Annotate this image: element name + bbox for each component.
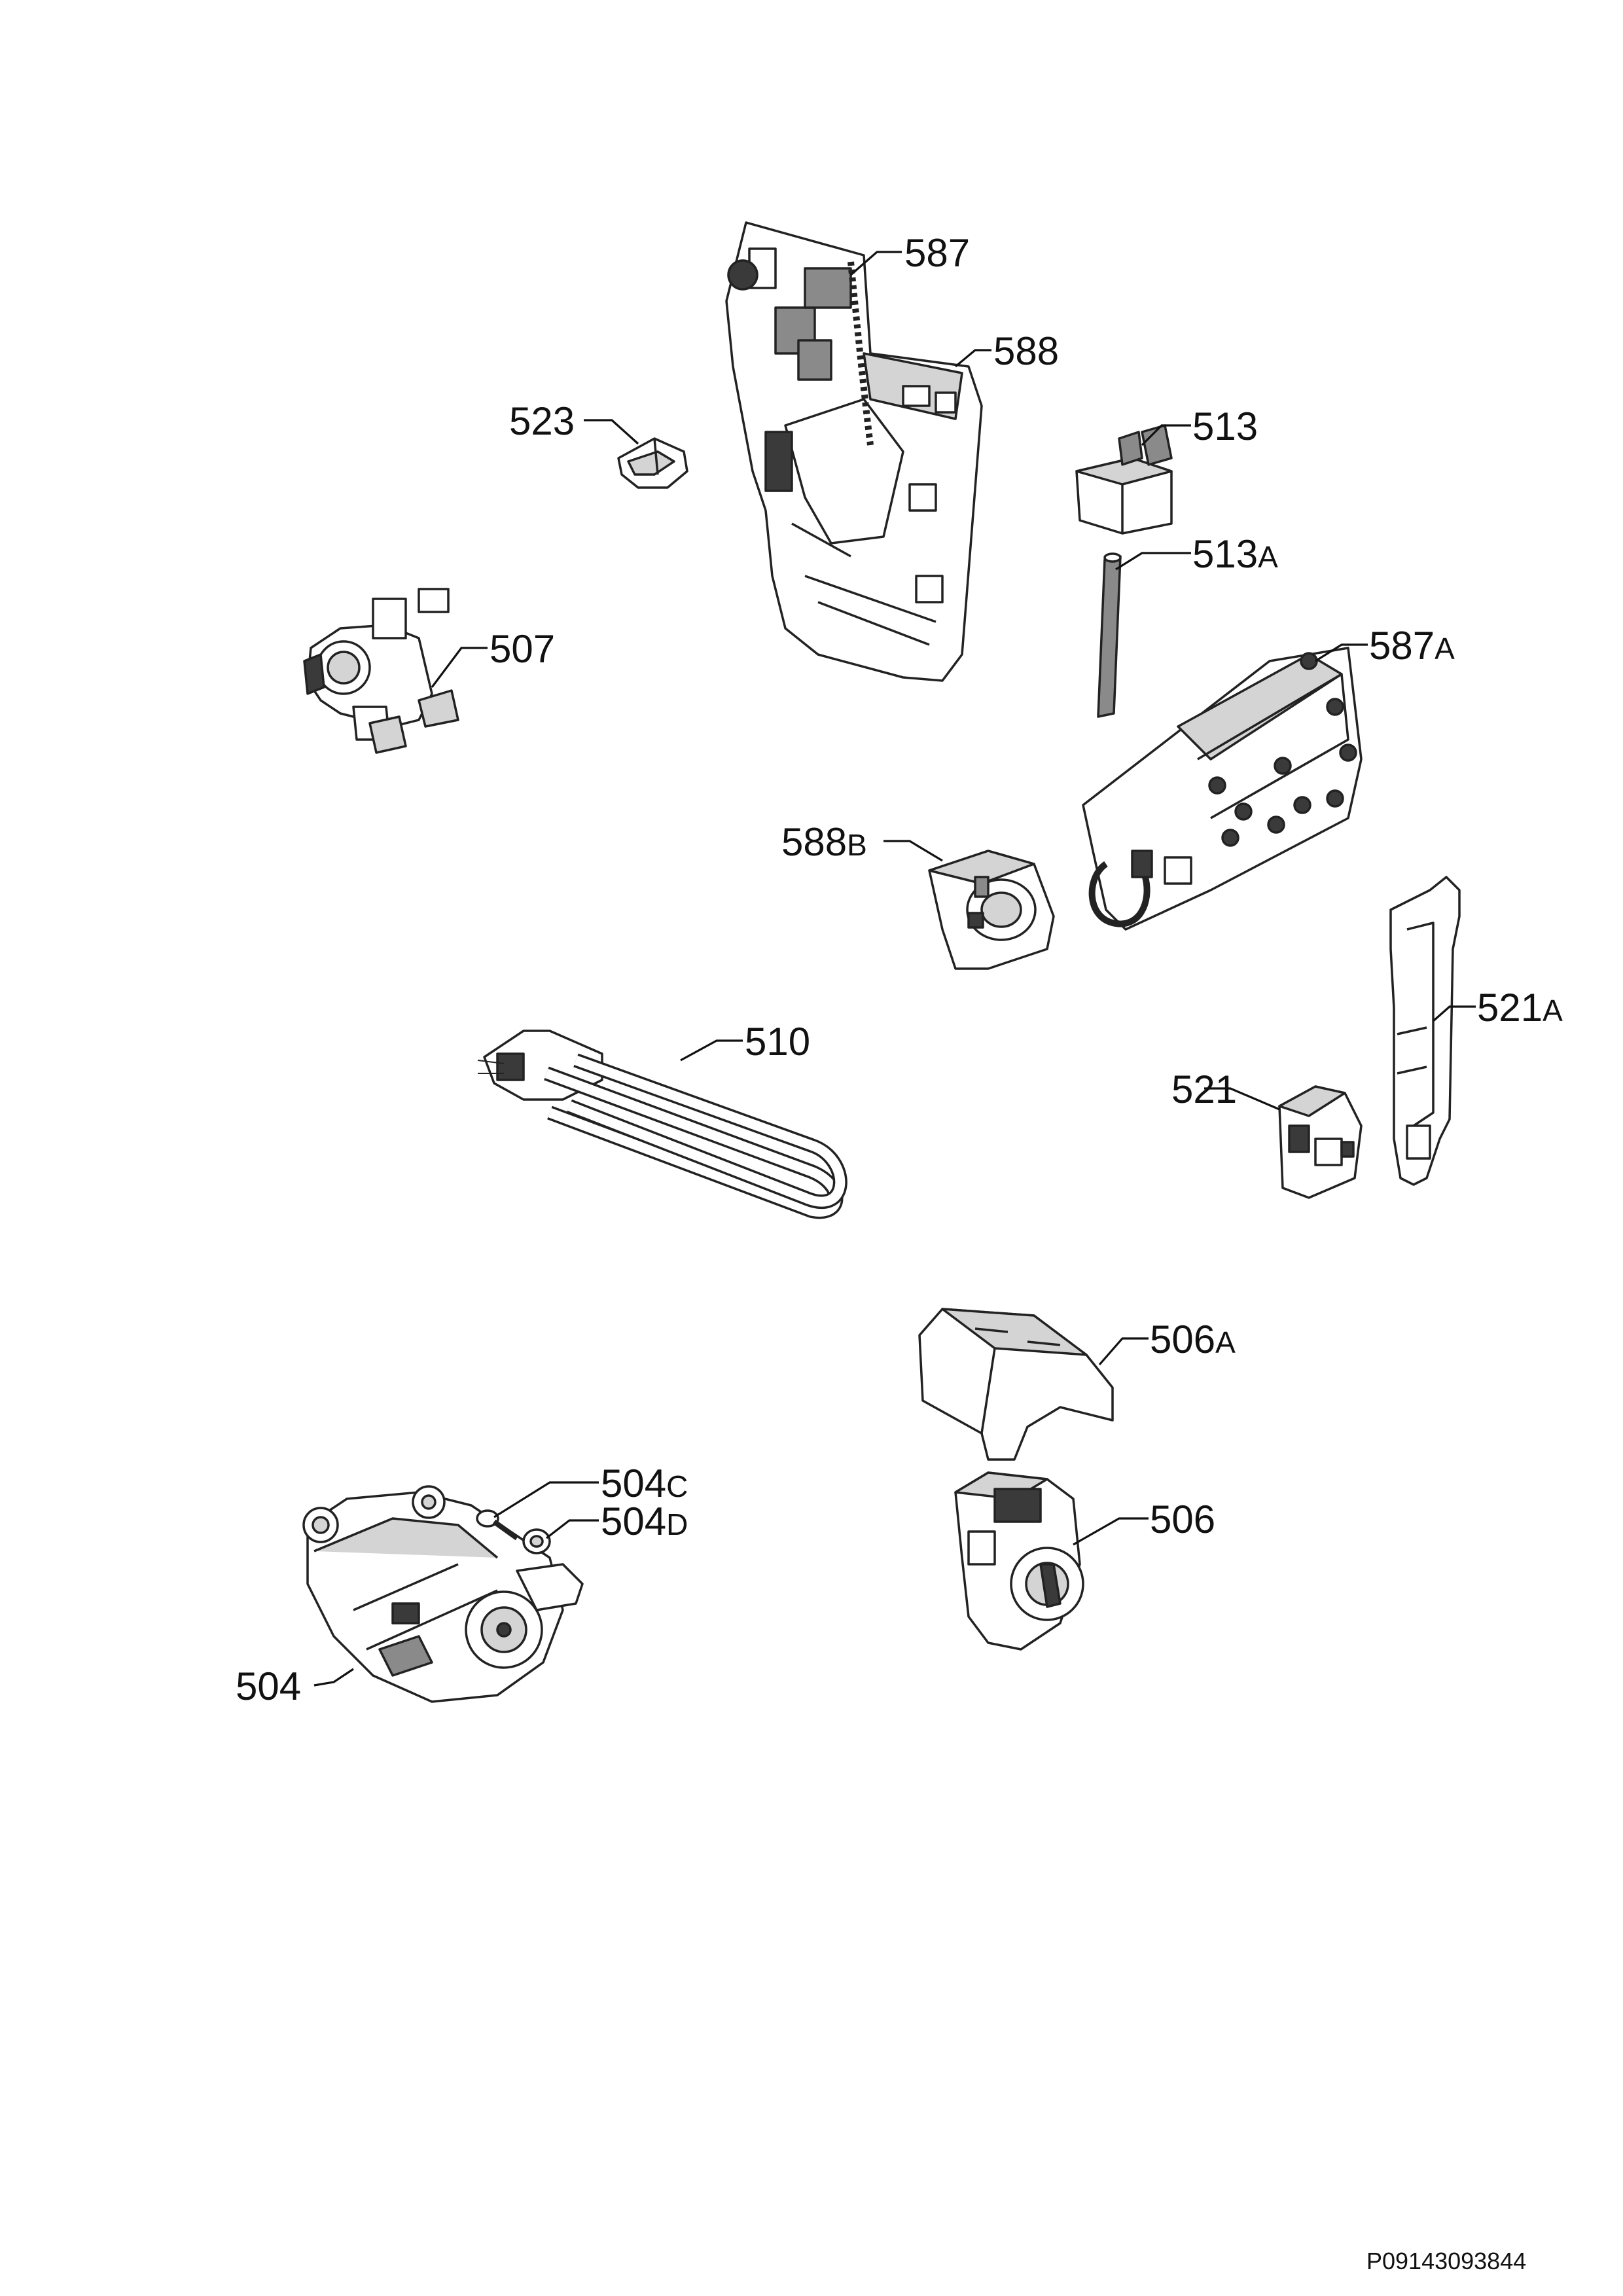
part-506A-pump-cover — [918, 1308, 1114, 1461]
label-521A: 521A — [1477, 986, 1563, 1030]
label-588: 588 — [993, 329, 1059, 373]
part-504C-screw — [476, 1509, 519, 1541]
part-523-clip — [617, 437, 688, 489]
part-506-drain-pump — [954, 1471, 1084, 1651]
label-513A: 513A — [1192, 532, 1278, 576]
label-523: 523 — [509, 399, 575, 443]
part-510-heating-element — [477, 1030, 847, 1219]
label-506A: 506A — [1150, 1318, 1236, 1361]
leader-lines — [313, 251, 1476, 1687]
part-588B-pressure-switch — [928, 850, 1055, 970]
label-506: 506 — [1150, 1498, 1215, 1541]
label-504: 504 — [236, 1664, 301, 1708]
part-521-door-lock — [1278, 1085, 1363, 1199]
part-504-motor — [302, 1485, 584, 1703]
label-588B: 588B — [781, 820, 867, 864]
part-521A-bracket — [1389, 876, 1461, 1186]
label-521: 521 — [1171, 1067, 1237, 1111]
callout-labels: 587 588 523 513 513A 507 587A 588B 510 5… — [236, 231, 1563, 1708]
label-507: 507 — [490, 627, 555, 671]
part-507-inlet-valve — [303, 588, 459, 754]
label-504D: 504D — [601, 1499, 688, 1543]
document-number: P09143093844 — [1366, 2248, 1526, 2274]
part-587-588-control-module — [725, 221, 983, 682]
label-510: 510 — [745, 1020, 810, 1064]
label-504C: 504C — [601, 1462, 688, 1505]
part-513-suppressor — [1075, 424, 1173, 535]
part-504D-bushing — [522, 1528, 551, 1554]
label-587A: 587A — [1369, 624, 1455, 668]
label-587: 587 — [904, 231, 970, 275]
part-513A-rod — [1097, 552, 1122, 718]
label-513: 513 — [1192, 404, 1258, 448]
part-587A-display-board — [1082, 647, 1363, 931]
